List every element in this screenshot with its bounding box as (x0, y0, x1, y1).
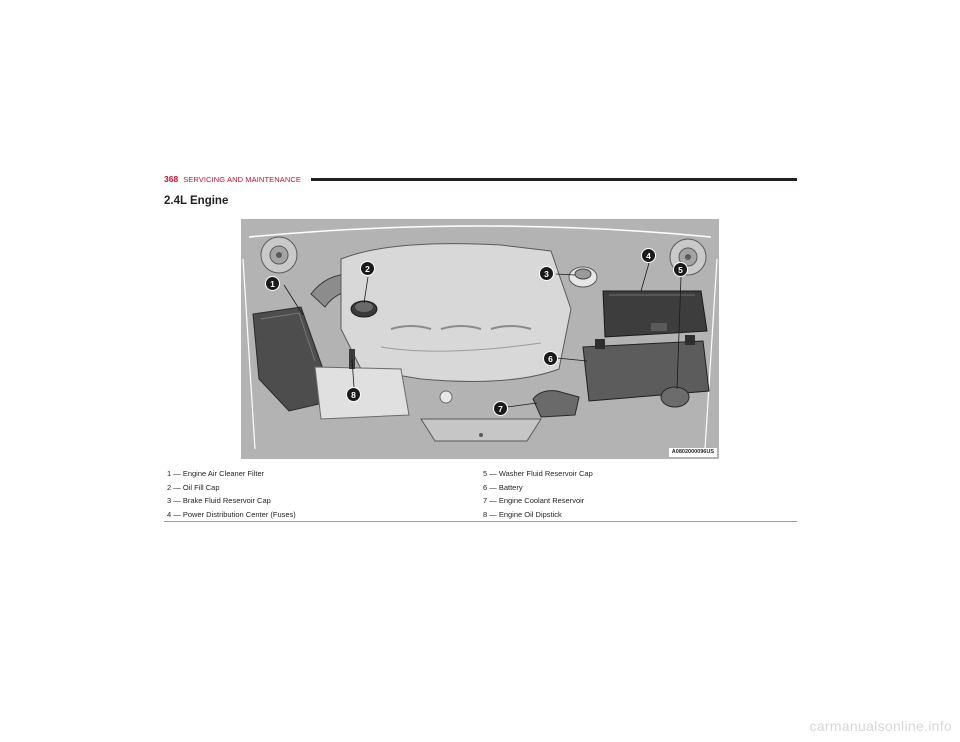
callout-8: 8 (346, 387, 361, 402)
section-title: 2.4L Engine (164, 195, 229, 207)
legend-item-5: 5 — Washer Fluid Reservoir Cap (483, 469, 593, 478)
figure-code: A0802000096US (668, 448, 717, 457)
legend-item-7: 7 — Engine Coolant Reservoir (483, 496, 585, 505)
legend-item-3: 3 — Brake Fluid Reservoir Cap (167, 496, 271, 505)
callout-5: 5 (673, 262, 688, 277)
legend-item-8: 8 — Engine Oil Dipstick (483, 509, 562, 519)
legend-item-1: 1 — Engine Air Cleaner Filter (167, 469, 265, 478)
page-number: 368 (164, 174, 179, 184)
callout-1: 1 (265, 276, 280, 291)
legend-item-6: 6 — Battery (483, 482, 523, 492)
legend-table: 1 — Engine Air Cleaner Filter 5 — Washer… (164, 467, 797, 522)
engine-illustration-art (241, 219, 719, 459)
engine-compartment-illustration: 1 2 3 4 5 6 7 8 A0802000096US (241, 219, 719, 459)
header-rule (311, 177, 797, 181)
page-header: 368 SERVICING AND MAINTENANCE (164, 173, 797, 185)
callout-6: 6 (543, 351, 558, 366)
callout-4: 4 (641, 248, 656, 263)
callout-7: 7 (493, 401, 508, 416)
watermark: carmanualsonline.info (809, 718, 952, 734)
legend-item-2: 2 — Oil Fill Cap (167, 482, 220, 492)
legend-item-4: 4 — Power Distribution Center (Fuses) (167, 509, 296, 519)
callout-2: 2 (360, 261, 375, 276)
callout-3: 3 (539, 266, 554, 281)
section-name: SERVICING AND MAINTENANCE (183, 174, 301, 184)
